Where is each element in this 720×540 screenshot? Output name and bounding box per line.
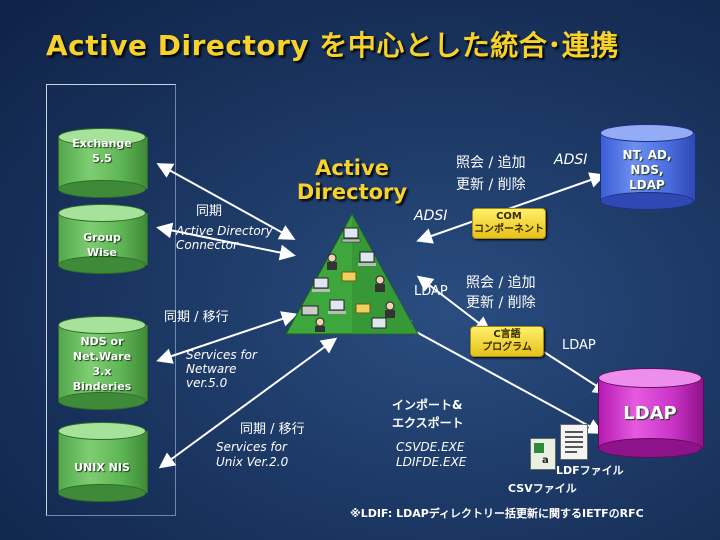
left-panel-frame — [46, 84, 176, 516]
c-program-box: C言語 プログラム — [470, 326, 544, 357]
folder-icon — [355, 303, 371, 314]
unix-nis-label: UNIX NIS — [74, 461, 130, 474]
groupwise-label: Group Wise — [83, 231, 121, 259]
user-icon — [327, 253, 337, 270]
active-directory-line1: Active — [315, 156, 389, 180]
arrow-groupwise-ad — [156, 222, 296, 261]
ldap-cylinder: LDAP — [598, 368, 704, 460]
active-directory-line2: Directory — [296, 180, 408, 204]
sync-label-1: 同期 — [196, 204, 223, 219]
query-add-label-2: 照会 / 追加 — [466, 275, 536, 291]
ldap-cylinder-label: LDAP — [623, 403, 677, 424]
printer-icon — [301, 305, 319, 316]
query-add-label-1: 照会 / 追加 — [456, 155, 526, 171]
sync-migrate-label-2: 同期 / 移行 — [240, 422, 305, 437]
sync-migrate-label-1: 同期 / 移行 — [164, 310, 229, 325]
import-export-label: インポート& エクスポート — [392, 398, 464, 430]
ldap-right-label: LDAP — [562, 338, 596, 353]
arrow-ad-ldap — [394, 320, 604, 434]
user-icon — [385, 301, 395, 318]
exchange-cylinder: Exchange 5.5 — [58, 128, 148, 198]
text-file-icon — [560, 424, 588, 460]
groupwise-cylinder: Group Wise — [58, 204, 148, 274]
folder-icon — [341, 271, 357, 282]
computer-icon — [341, 227, 361, 243]
csvde-ldifde-label: CSVDE.EXE LDIFDE.EXE — [396, 440, 467, 469]
nds-label: NDS or Net.Ware 3.x Binderies — [72, 335, 132, 393]
adsi-mid-label: ADSI — [414, 208, 448, 224]
com-component-box: COM コンポーネント — [472, 208, 546, 239]
update-delete-label-2: 更新 / 削除 — [466, 295, 536, 311]
services-for-netware-label: Services for Netware ver.5.0 — [186, 348, 257, 390]
computer-icon — [358, 251, 376, 266]
computer-icon — [312, 277, 330, 292]
page-title: Active Directory を中心とした統合･連携 — [46, 29, 619, 62]
computer-icon — [328, 299, 346, 314]
arrow-cprog-ldap — [543, 351, 610, 395]
ldap-mid-label: LDAP — [414, 284, 448, 299]
arrow-unix-ad — [158, 337, 338, 469]
adc-label: Active Directory Connector — [176, 224, 273, 252]
ldif-footnote: ※LDIF: LDAPディレクトリー括更新に関するIETFのRFC — [350, 507, 644, 520]
nt-ad-label: NT, AD, NDS, LDAP — [622, 148, 672, 192]
unix-nis-cylinder: UNIX NIS — [58, 422, 148, 502]
user-icon — [375, 275, 385, 292]
directory-pyramid — [285, 212, 419, 335]
computer-icon — [371, 317, 387, 329]
user-icon — [315, 317, 325, 332]
ldf-file-label: LDFファイル — [556, 464, 624, 477]
csv-file-label: CSVファイル — [508, 482, 577, 495]
exchange-label: Exchange 5.5 — [72, 137, 132, 165]
active-directory-label: Active Directory — [292, 156, 412, 204]
nds-cylinder: NDS or Net.Ware 3.x Binderies — [58, 316, 148, 410]
nt-ad-nds-ldap-cylinder: NT, AD, NDS, LDAP — [600, 124, 696, 212]
services-for-unix-label: Services for Unix Ver.2.0 — [216, 440, 289, 469]
adsi-top-label: ADSI — [554, 152, 588, 168]
spreadsheet-file-icon: a — [530, 438, 556, 470]
update-delete-label-1: 更新 / 削除 — [456, 177, 526, 193]
